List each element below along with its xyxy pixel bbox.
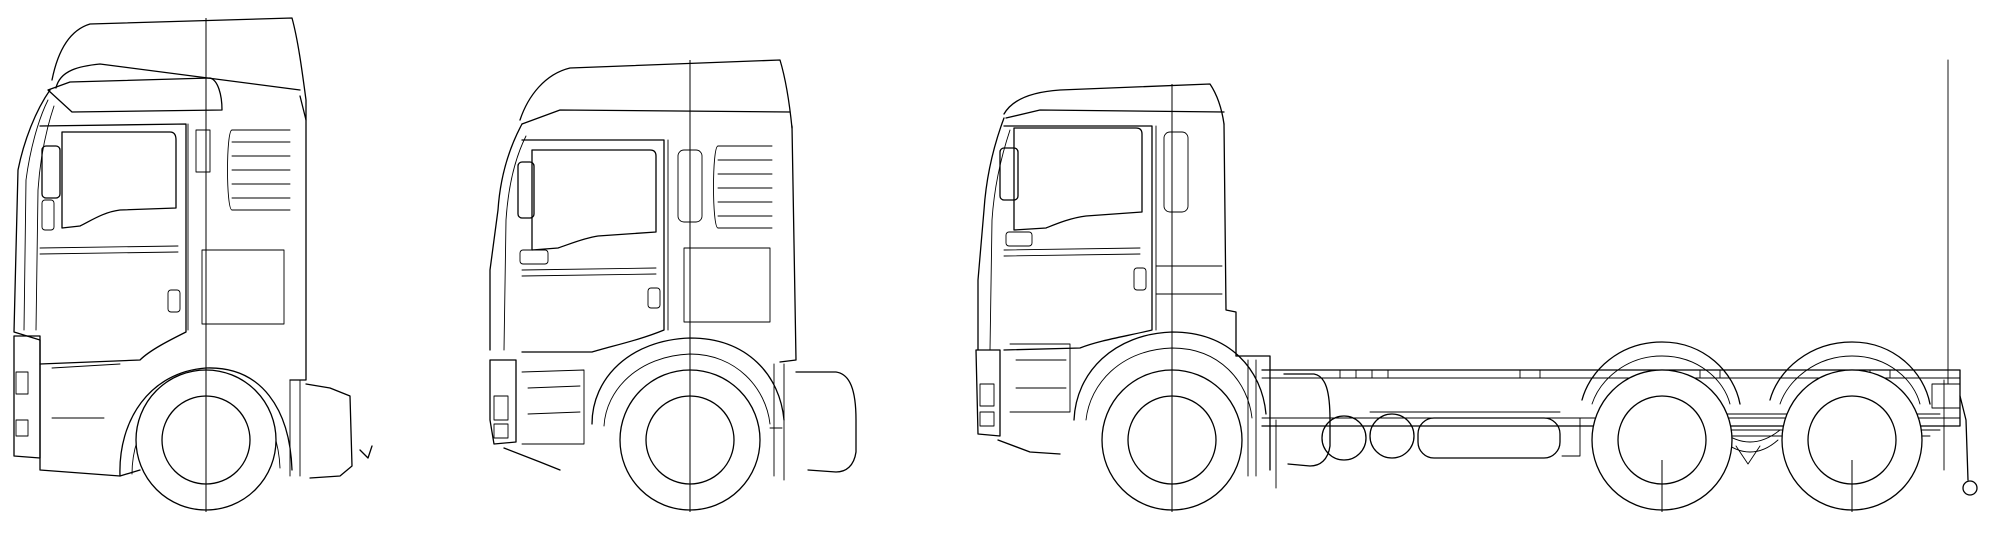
truck-chassis-drawing xyxy=(975,59,1978,512)
cab-body xyxy=(975,83,1277,489)
fuel-tanks xyxy=(1283,373,1581,467)
rear-end xyxy=(1931,59,1978,496)
cab-body xyxy=(13,17,373,479)
cab-body xyxy=(489,59,857,481)
truck-medium-cab-drawing xyxy=(489,59,857,512)
truck-tall-cab-drawing xyxy=(13,17,373,512)
